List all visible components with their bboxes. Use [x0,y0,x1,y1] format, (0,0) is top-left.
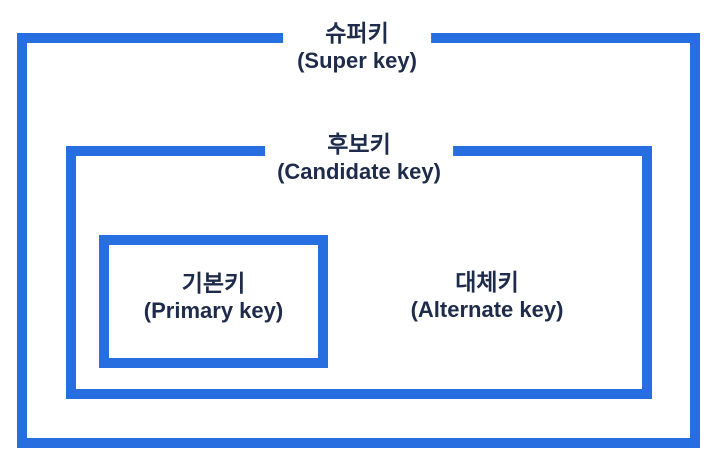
primary-key-label-ko: 기본키 [181,269,246,296]
primary-key-label-en: (Primary key) [143,297,284,323]
alternate-key-label-ko: 대체키 [455,269,519,295]
primary-key-label: 기본키 (Primary key) [144,269,283,325]
alternate-key-label-en: (Alternate key) [410,297,564,322]
primary-key-box: 기본키 (Primary key) [99,235,328,368]
super-key-label-en: (Super key) [297,48,417,73]
alternate-key-label: 대체키 (Alternate key) [411,268,564,324]
super-key-label: 슈퍼키 (Super key) [283,19,431,75]
candidate-key-label-en: (Candidate key) [277,159,441,184]
candidate-key-label: 후보키 (Candidate key) [265,130,453,186]
candidate-key-label-ko: 후보키 [327,131,391,157]
super-key-label-ko: 슈퍼키 [325,20,389,46]
